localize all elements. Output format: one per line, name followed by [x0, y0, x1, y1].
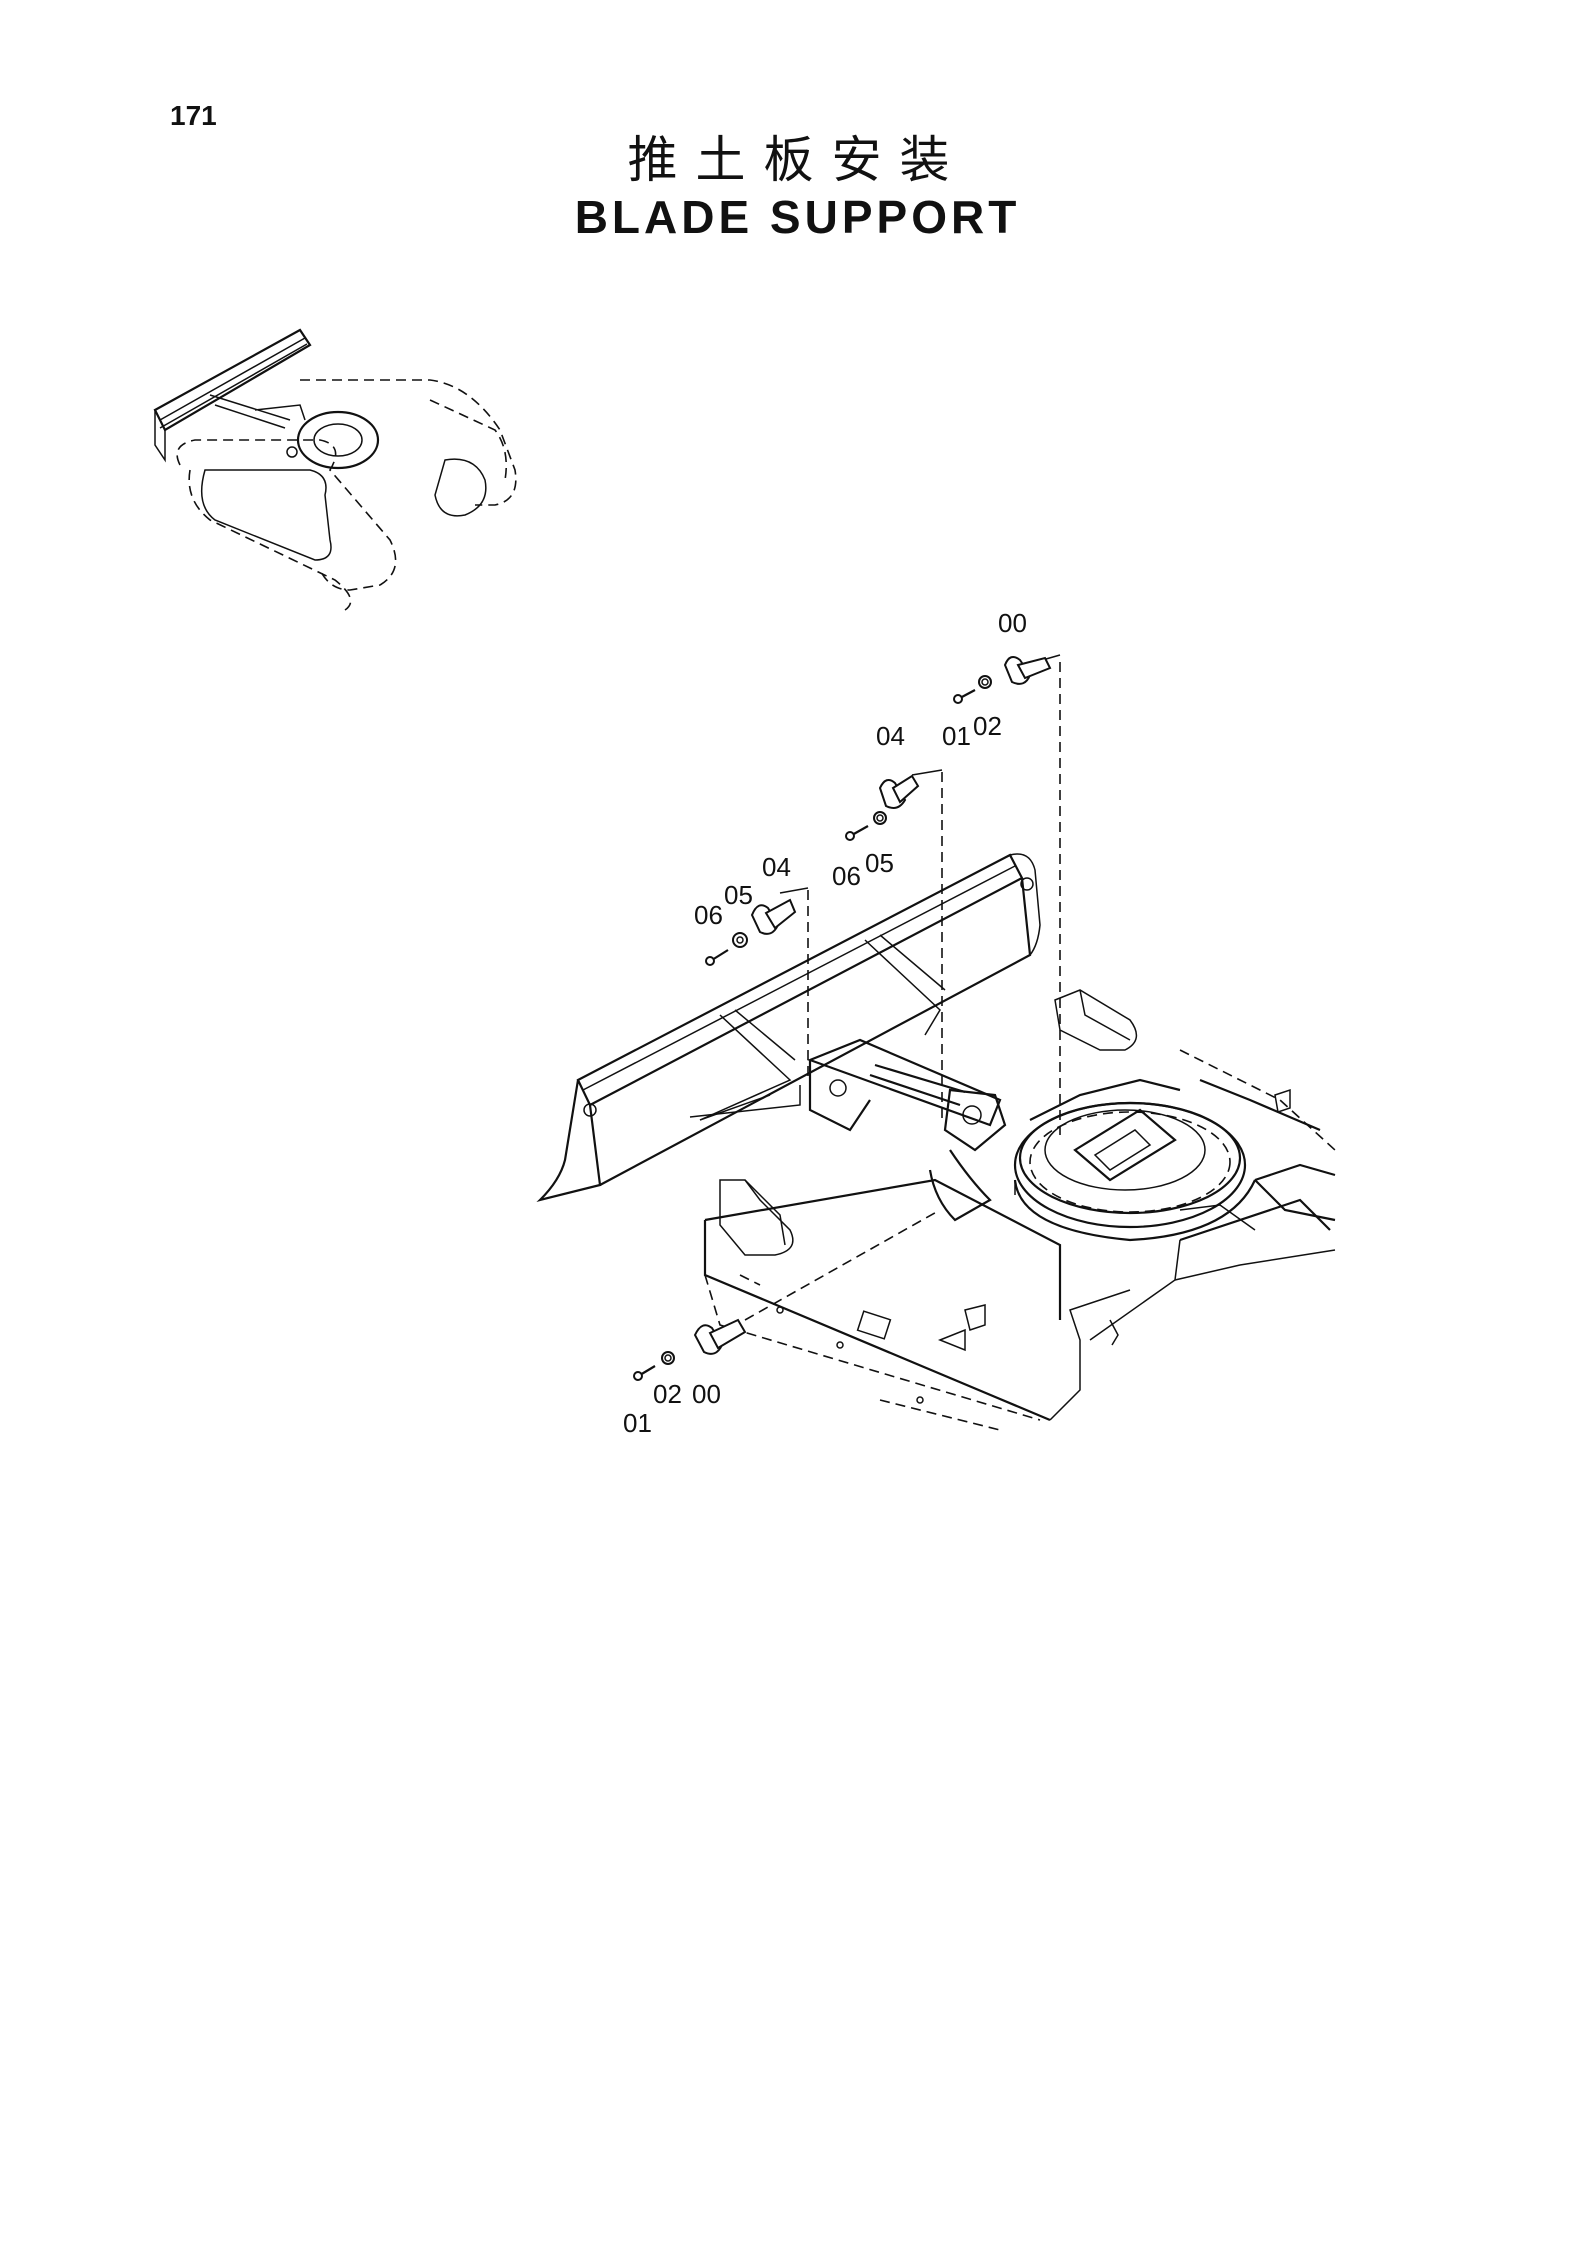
callout-labels: 00 01 02 04 06 05 04 05 06 01 02 00: [623, 608, 1027, 1438]
dozer-blade: [536, 853, 1041, 1203]
right-frame: [1054, 989, 1336, 1346]
bottom-pin-group: [633, 1318, 747, 1381]
callout-bottom-pin-00: 00: [692, 1379, 721, 1409]
swing-bearing: [1013, 1078, 1257, 1242]
upper-pin-group: [845, 774, 920, 841]
callout-left-pin-04: 04: [762, 852, 791, 882]
page-number: 171: [170, 100, 217, 131]
callout-top-bolt-01: 01: [942, 721, 971, 751]
callout-upper-washer-05: 05: [865, 848, 894, 878]
overview-thumbnail: [153, 328, 517, 611]
main-assembly: [536, 654, 1336, 1431]
callout-left-washer-05: 05: [724, 880, 753, 910]
callout-top-washer-02: 02: [973, 711, 1002, 741]
blade-arms: [806, 1038, 1007, 1222]
lower-frame: [703, 1178, 1131, 1431]
page-title-english: BLADE SUPPORT: [574, 191, 1021, 243]
top-pin-group: [953, 655, 1052, 704]
page-title-chinese: 推土板安装: [627, 131, 968, 189]
callout-left-bolt-06: 06: [694, 900, 723, 930]
callout-upper-bolt-06: 06: [832, 861, 861, 891]
callout-bottom-bolt-01: 01: [623, 1408, 652, 1438]
callout-top-pin-00: 00: [998, 608, 1027, 638]
left-pin-group: [705, 898, 797, 966]
callout-upper-pin-04: 04: [876, 721, 905, 751]
callout-bottom-washer-02: 02: [653, 1379, 682, 1409]
